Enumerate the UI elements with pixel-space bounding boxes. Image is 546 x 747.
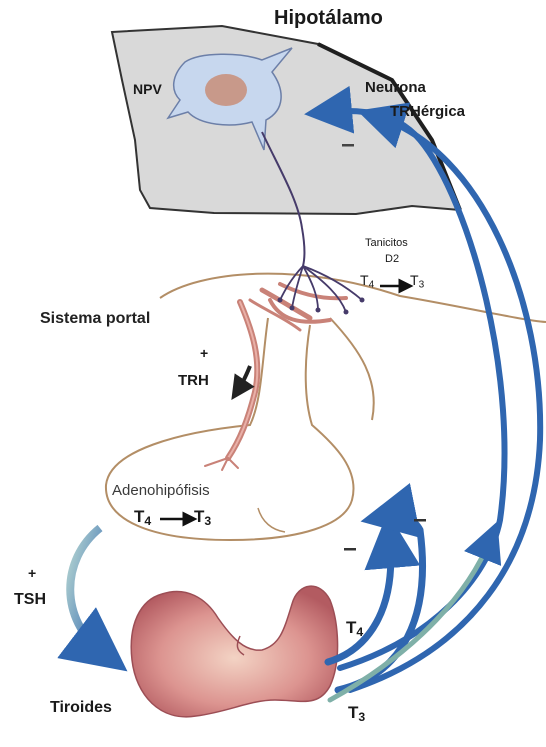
minus-inhibition-pituitary-2	[344, 548, 356, 551]
sistema-portal-label: Sistema portal	[40, 311, 150, 327]
thyroid-gland	[131, 586, 337, 717]
tanicitos-t4-label: T4	[360, 273, 374, 291]
trhergica-label: TRHérgica	[390, 104, 465, 119]
thyroid-t3-letter: T	[348, 703, 358, 722]
tsh-arrow	[70, 528, 102, 652]
portal-vessels	[205, 284, 346, 470]
tanicitos-t4-letter: T	[360, 272, 369, 288]
trh-plus-label: +	[200, 346, 208, 360]
tanicitos-t4-subscript: 4	[369, 280, 375, 291]
tsh-label: TSH	[14, 592, 46, 608]
tsh-plus-label: +	[28, 566, 36, 580]
tiroides-label: Tiroides	[50, 700, 112, 716]
tanicitos-t3-letter: T	[410, 272, 419, 288]
adenohipofisis-t4-label: T4	[134, 508, 151, 527]
trh-label: TRH	[178, 373, 209, 388]
d2-label: D2	[385, 254, 399, 265]
terminal-boutons	[278, 298, 365, 315]
neurona-label: Neurona	[365, 80, 426, 95]
tanicitos-t3-label: T3	[410, 273, 424, 291]
thyroid-t3-subscript: 3	[358, 710, 365, 724]
adeno-t3-subscript: 3	[204, 514, 211, 528]
npv-label: NPV	[133, 82, 162, 96]
adeno-t4-subscript: 4	[144, 514, 151, 528]
adenohipofisis-label: Adenohipófisis	[112, 483, 210, 498]
adeno-t3-letter: T	[194, 507, 204, 526]
adeno-t4-letter: T	[134, 507, 144, 526]
thyroid-t4-letter: T	[346, 618, 356, 637]
tanicitos-label: Tanicitos	[365, 238, 408, 249]
infundibulum-outline	[330, 318, 374, 420]
lobe-divider	[258, 508, 285, 532]
thyroid-t3-label: T3	[348, 704, 365, 723]
minus-inhibition-pituitary-1	[414, 519, 426, 522]
tanicitos-t3-subscript: 3	[419, 280, 425, 291]
adenohipofisis-t3-label: T3	[194, 508, 211, 527]
trh-arrow	[238, 366, 250, 390]
hypothalamus-label: Hipotálamo	[274, 8, 383, 28]
thyroid-t4-subscript: 4	[356, 625, 363, 639]
neuron-nucleus	[205, 74, 247, 106]
minus-inhibition-hypothalamus	[342, 144, 354, 147]
thyroid-t4-label: T4	[346, 619, 363, 638]
